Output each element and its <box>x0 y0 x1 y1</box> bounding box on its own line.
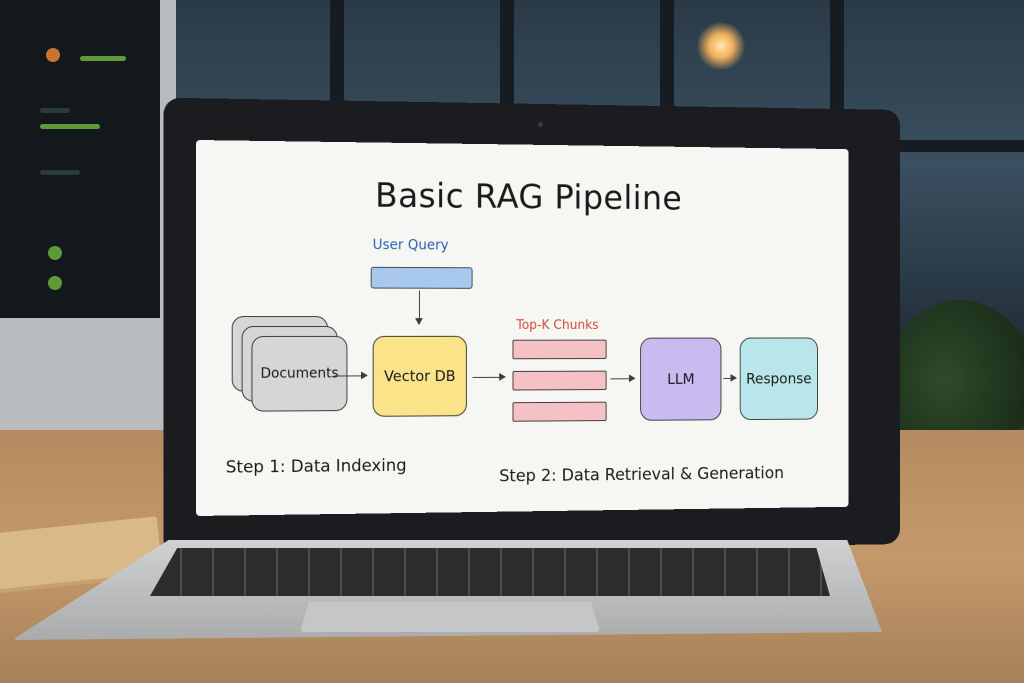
monitor-bar <box>40 124 100 129</box>
background-monitor <box>0 0 176 440</box>
response-node: Response <box>739 337 818 421</box>
chunk-bar <box>512 401 607 422</box>
step1-label: Step 1: Data Indexing <box>225 455 407 478</box>
monitor-bar <box>40 170 80 175</box>
chunk-bar <box>512 339 607 360</box>
webcam <box>538 122 543 127</box>
slide-title: Basic RAG Pipeline <box>375 176 683 219</box>
user-query-label: User Query <box>372 237 449 254</box>
llm-node: LLM <box>640 337 722 421</box>
chunks-to-llm-arrow <box>610 378 635 380</box>
monitor-status-dot <box>48 276 62 290</box>
vector-to-chunks-arrow <box>472 376 505 378</box>
monitor-bar <box>40 108 70 113</box>
documents-node: Documents <box>251 335 348 412</box>
ceiling-lamp <box>697 22 745 70</box>
top-k-label: Top-K Chunks <box>516 318 599 333</box>
laptop-trackpad <box>300 602 600 632</box>
vector-db-label: Vector DB <box>384 367 456 386</box>
step2-label: Step 2: Data Retrieval & Generation <box>499 463 784 487</box>
llm-to-response-arrow <box>723 377 737 379</box>
response-label: Response <box>746 369 812 388</box>
llm-label: LLM <box>667 370 695 388</box>
documents-to-vector-arrow <box>333 375 367 377</box>
vector-db-node: Vector DB <box>372 335 467 417</box>
monitor-screen <box>0 0 160 318</box>
laptop-screen-slide: Basic RAG Pipeline User Query Documents … <box>196 140 849 516</box>
monitor-status-dot <box>48 246 62 260</box>
user-query-box <box>370 266 473 289</box>
monitor-status-dot <box>46 48 60 62</box>
chunk-bar <box>512 370 607 391</box>
query-arrow <box>418 290 420 325</box>
monitor-bar <box>80 56 126 61</box>
documents-label: Documents <box>260 365 339 382</box>
laptop-keyboard <box>150 548 830 596</box>
